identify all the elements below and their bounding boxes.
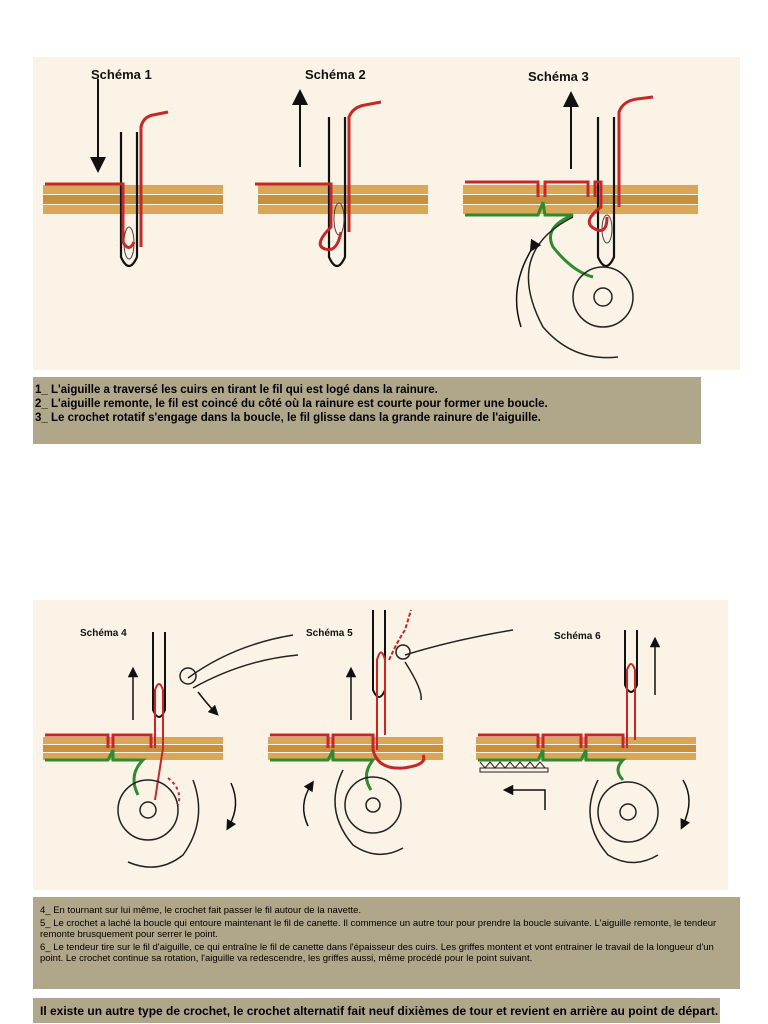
caption-line-3: 3_ Le crochet rotatif s'engage dans la b… xyxy=(35,412,541,424)
needle-thread-schema-6 xyxy=(478,733,625,748)
tensioner-arm-schema-5 xyxy=(404,629,514,656)
caption-schemas-4-6: 4_ En tournant sur lui même, le crochet … xyxy=(33,897,740,989)
rotary-hook-schema-6 xyxy=(589,779,659,864)
needle-schema-4 xyxy=(152,632,166,718)
leather-layers-schema-5 xyxy=(268,737,443,760)
needle-thread-schema-2 xyxy=(255,182,343,252)
needle-schema-1 xyxy=(119,132,139,268)
bobbin-case-schema-6 xyxy=(597,781,659,843)
bobbin-thread-schema-4 xyxy=(45,749,147,796)
bobbin-thread-schema-5 xyxy=(270,749,377,791)
final-note-text: Il existe un autre type de crochet, le c… xyxy=(40,1004,719,1018)
schema-5-label: Schéma 5 xyxy=(306,628,353,639)
needle-thread-schema-3 xyxy=(465,180,609,232)
needle-thread-schema-1 xyxy=(45,182,136,249)
rotary-hook-schema-3 xyxy=(527,216,619,359)
bobbin-case-schema-5 xyxy=(344,776,402,834)
rotation-arrow-schema-4 xyxy=(226,782,237,831)
bottom-stitch-diagram xyxy=(43,609,696,868)
leather-layers-schema-1 xyxy=(43,185,223,214)
needle-schema-3 xyxy=(596,117,616,268)
rotary-hook-schema-5 xyxy=(334,769,404,855)
bobbin-case-schema-4 xyxy=(117,779,179,841)
tensioner-arm-schema-4 xyxy=(187,634,294,679)
feed-dogs xyxy=(479,767,549,773)
bobbin-case-schema-3 xyxy=(572,266,634,328)
leather-layers-schema-4 xyxy=(43,737,223,760)
caption-line-2: 2_ L'aiguille remonte, le fil est coincé… xyxy=(35,398,548,410)
feed-arrow xyxy=(502,784,546,810)
caption-line-1: 1_ L'aiguille a traversé les cuirs en ti… xyxy=(35,384,438,396)
schema-3-label: Schéma 3 xyxy=(528,69,589,84)
rotation-arrow-schema-6 xyxy=(680,779,691,830)
leather-layers-schema-3 xyxy=(463,185,698,214)
needle-thread-schema-4 xyxy=(45,733,153,748)
caption-line-6: 6_ Le tendeur tire sur le fil d'aiguille… xyxy=(40,942,714,964)
rotary-hook-schema-4 xyxy=(127,779,200,868)
needle-thread-schema-5 xyxy=(270,733,426,770)
caption-line-5: 5_ Le crochet a laché la boucle qui ento… xyxy=(40,918,717,940)
top-diagram-panel: Schéma 1 Schéma 2 Schéma 3 xyxy=(33,57,740,370)
bobbin-thread-schema-3 xyxy=(465,201,594,279)
bottom-diagram-panel: Schéma 4 Schéma 5 Schéma 6 xyxy=(33,600,728,890)
needle-schema-2 xyxy=(327,117,347,268)
caption-line-4: 4_ En tournant sur lui même, le crochet … xyxy=(40,905,362,916)
bobbin-thread-schema-6 xyxy=(478,749,627,782)
final-note-box: Il existe un autre type de crochet, le c… xyxy=(33,998,720,1023)
schema-4-label: Schéma 4 xyxy=(80,628,127,639)
top-stitch-diagram xyxy=(43,79,698,359)
needle-schema-6 xyxy=(624,630,638,693)
schema-6-label: Schéma 6 xyxy=(554,631,601,642)
schema-1-label: Schéma 1 xyxy=(91,67,152,82)
caption-schemas-1-3: 1_ L'aiguille a traversé les cuirs en ti… xyxy=(33,377,701,444)
schema-2-label: Schéma 2 xyxy=(305,67,366,82)
rotation-arrow-schema-3 xyxy=(515,238,542,328)
rotation-arrow-schema-5 xyxy=(302,780,314,827)
